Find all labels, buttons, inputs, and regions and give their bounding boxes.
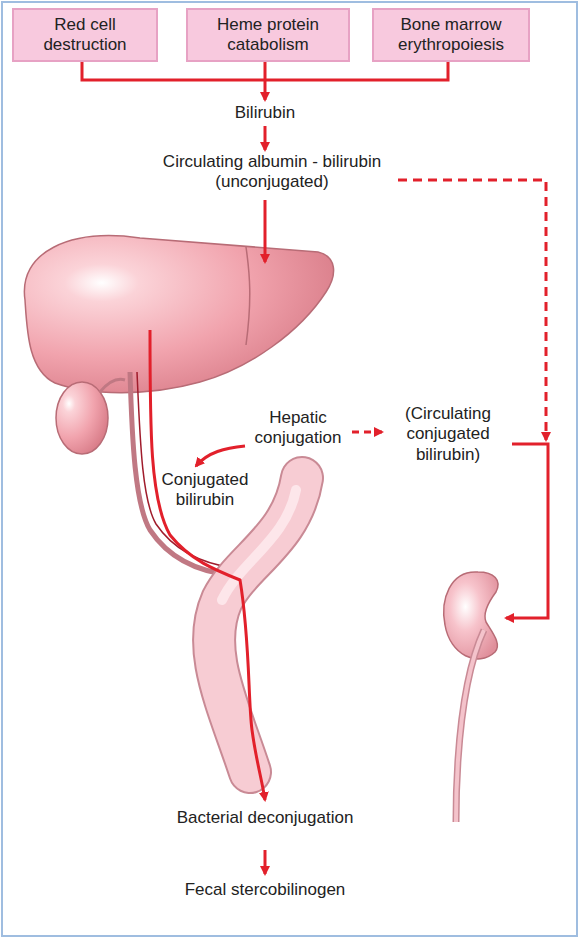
bile-arrow xyxy=(150,330,265,800)
process-box: Heme protein catabolism xyxy=(186,8,350,62)
intestine xyxy=(214,478,302,772)
flow-label: Hepatic conjugation xyxy=(244,408,352,449)
flow-label: Conjugated bilirubin xyxy=(155,470,255,511)
kidney xyxy=(444,572,498,659)
box-text: Red cell destruction xyxy=(20,15,150,56)
cystic-duct xyxy=(100,379,125,392)
arrow xyxy=(264,850,267,874)
process-box: Red cell destruction xyxy=(12,8,158,62)
flow-label: Bacterial deconjugation xyxy=(150,808,380,828)
flow-label: Fecal stercobilinogen xyxy=(145,880,385,900)
flow-label: Circulating albumin - bilirubin (unconju… xyxy=(152,152,392,193)
flow-arrows xyxy=(82,62,548,874)
process-box: Bone marrow erythropoiesis xyxy=(372,8,530,62)
ureter-fill xyxy=(456,630,484,822)
flow-label: Bilirubin xyxy=(200,103,330,123)
intestine-outline xyxy=(214,478,302,772)
arrow xyxy=(264,80,267,100)
dashed-arrow xyxy=(352,431,382,434)
flow-label: (Circulating conjugated bilirubin) xyxy=(384,404,512,465)
gallbladder xyxy=(56,382,108,454)
ureter xyxy=(456,630,484,822)
box-text: Bone marrow erythropoiesis xyxy=(380,15,522,56)
liver xyxy=(24,236,333,393)
box-text-group: Heme protein catabolism xyxy=(188,15,348,56)
arrow xyxy=(264,200,267,262)
liver-lobe-line xyxy=(246,247,250,345)
merge-line xyxy=(82,62,448,80)
curved-arrow xyxy=(196,446,245,466)
box-text-group: Red cell destruction xyxy=(14,15,156,56)
arrow xyxy=(506,444,548,618)
box-text-group: Bone marrow erythropoiesis xyxy=(374,15,528,56)
arrow xyxy=(264,126,267,150)
box-text: Heme protein catabolism xyxy=(194,15,342,56)
dashed-arrow xyxy=(398,180,546,440)
